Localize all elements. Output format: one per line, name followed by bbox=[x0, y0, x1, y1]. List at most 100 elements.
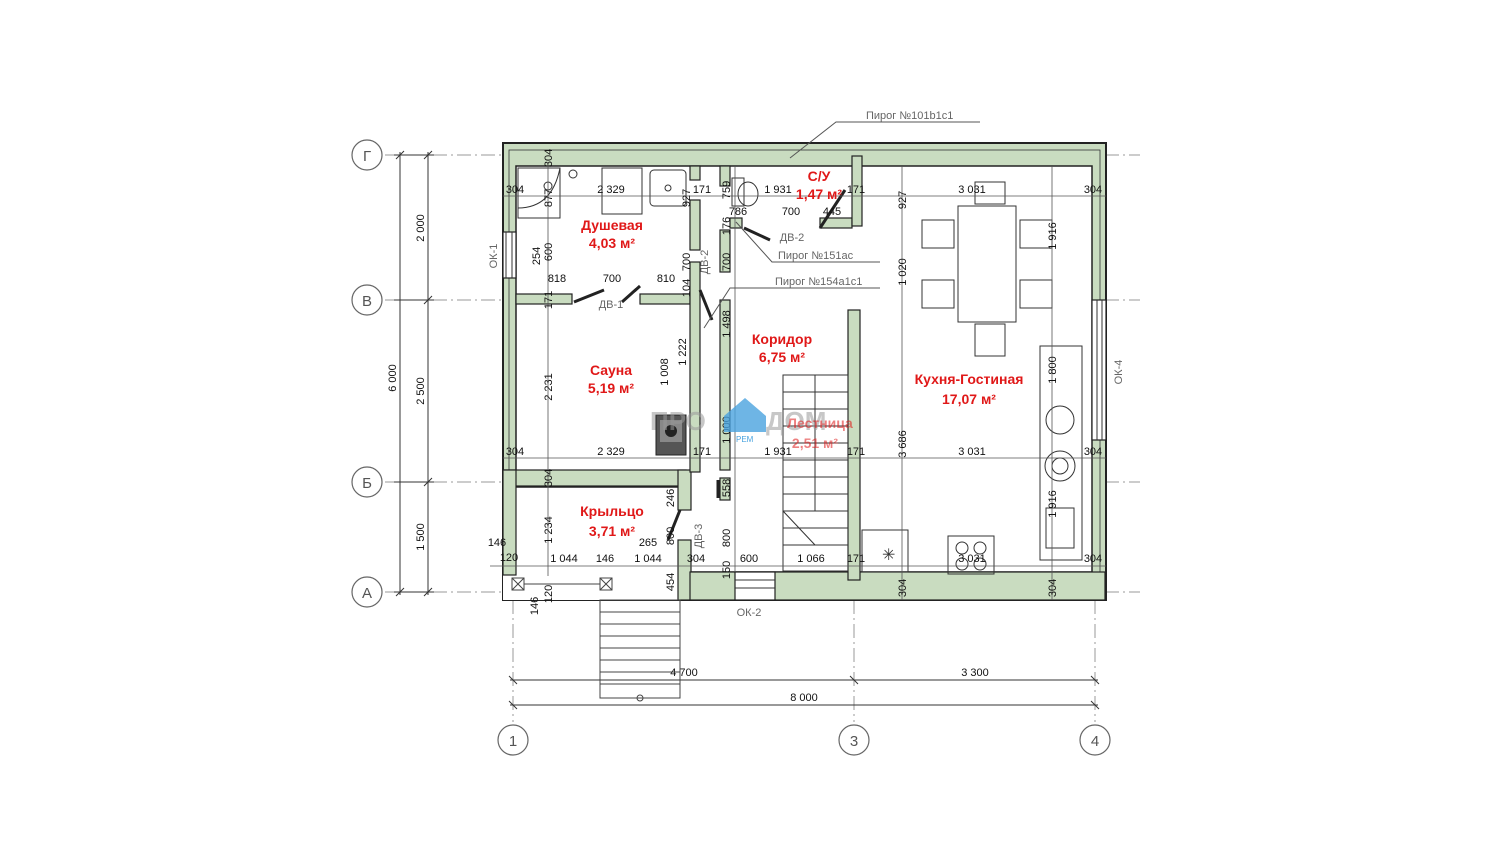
room-label-stairs: Лестница 2,51 м² bbox=[787, 415, 853, 451]
exterior-walls bbox=[502, 142, 1107, 601]
axis-bubble-3: 3 bbox=[838, 724, 870, 756]
svg-text:2 231: 2 231 bbox=[543, 373, 555, 401]
svg-text:304: 304 bbox=[687, 553, 705, 565]
svg-text:120: 120 bbox=[543, 585, 555, 603]
svg-text:927: 927 bbox=[681, 189, 693, 207]
door-tag-dv1: ДВ-1 bbox=[599, 299, 624, 311]
svg-text:1 066: 1 066 bbox=[797, 553, 825, 565]
svg-text:3 686: 3 686 bbox=[897, 430, 909, 458]
svg-text:1 916: 1 916 bbox=[1047, 490, 1059, 518]
svg-text:3 031: 3 031 bbox=[958, 446, 986, 458]
svg-text:877: 877 bbox=[543, 189, 555, 207]
svg-text:Душевая: Душевая bbox=[581, 217, 643, 233]
svg-text:304: 304 bbox=[543, 469, 555, 487]
svg-text:304: 304 bbox=[506, 446, 524, 458]
svg-text:171: 171 bbox=[693, 446, 711, 458]
svg-text:700: 700 bbox=[603, 273, 621, 285]
svg-text:171: 171 bbox=[693, 184, 711, 196]
svg-text:600: 600 bbox=[740, 553, 758, 565]
window-tag-ok1: ОК-1 bbox=[488, 244, 500, 269]
interior-walls bbox=[502, 155, 1107, 601]
svg-text:В: В bbox=[362, 293, 372, 310]
svg-text:Сауна: Сауна bbox=[590, 362, 632, 378]
svg-text:ДОМ: ДОМ bbox=[766, 406, 826, 436]
dim-bottom-seg-1: 4 700 bbox=[670, 667, 698, 679]
svg-text:146: 146 bbox=[529, 597, 541, 615]
room-label-kitchen-living: Кухня-Гостиная 17,07 м² bbox=[915, 371, 1024, 407]
svg-text:2,51 м²: 2,51 м² bbox=[792, 435, 838, 451]
room-label-wc: С/У 1,47 м² bbox=[796, 168, 842, 202]
room-dimension-lines bbox=[490, 166, 1106, 600]
window-tag-ok4: ОК-4 bbox=[1113, 360, 1125, 385]
svg-text:600: 600 bbox=[543, 243, 555, 261]
svg-text:171: 171 bbox=[543, 291, 555, 309]
door-tag-dv2-b: ДВ-2 bbox=[780, 232, 805, 244]
svg-text:1 916: 1 916 bbox=[1047, 222, 1059, 250]
svg-text:176: 176 bbox=[721, 217, 733, 235]
svg-text:304: 304 bbox=[543, 149, 555, 167]
door-tag-dv2-a: ДВ-2 bbox=[699, 250, 711, 275]
svg-text:558: 558 bbox=[721, 479, 733, 497]
svg-text:Лестница: Лестница bbox=[787, 415, 853, 431]
room-label-shower: Душевая 4,03 м² bbox=[581, 217, 643, 251]
svg-text:3,71 м²: 3,71 м² bbox=[589, 523, 635, 539]
svg-text:304: 304 bbox=[1084, 184, 1102, 196]
svg-text:304: 304 bbox=[1047, 579, 1059, 597]
axis-bubble-4: 4 bbox=[1079, 724, 1111, 756]
svg-text:254: 254 bbox=[531, 247, 543, 265]
bottom-dimension-lines bbox=[508, 675, 1100, 710]
callout-pie-154: Пирог №154a1c1 bbox=[775, 276, 862, 288]
svg-text:1 931: 1 931 bbox=[764, 446, 792, 458]
svg-text:Коридор: Коридор bbox=[752, 331, 812, 347]
svg-text:104: 104 bbox=[681, 279, 693, 297]
dim-left-seg-3: 1 500 bbox=[415, 523, 427, 551]
svg-text:700: 700 bbox=[681, 253, 693, 271]
svg-text:1: 1 bbox=[509, 733, 517, 750]
svg-text:4,03 м²: 4,03 м² bbox=[589, 235, 635, 251]
axis-bubble-g: Г bbox=[351, 139, 383, 171]
svg-text:146: 146 bbox=[596, 553, 614, 565]
svg-text:1 044: 1 044 bbox=[550, 553, 578, 565]
svg-text:17,07 м²: 17,07 м² bbox=[942, 391, 996, 407]
light-fixture-icon: ✳ bbox=[882, 545, 895, 564]
svg-text:3 031: 3 031 bbox=[958, 553, 986, 565]
svg-text:3: 3 bbox=[850, 733, 858, 750]
svg-text:1 044: 1 044 bbox=[634, 553, 662, 565]
vertical-dimensions: 304 877 927 759 176 700 927 1 916 600 25… bbox=[529, 149, 1059, 615]
axis-bubble-1: 1 bbox=[497, 724, 529, 756]
svg-text:1 020: 1 020 bbox=[897, 258, 909, 286]
svg-text:171: 171 bbox=[847, 184, 865, 196]
svg-text:445: 445 bbox=[823, 206, 841, 218]
svg-text:818: 818 bbox=[548, 273, 566, 285]
dim-bottom-total: 8 000 bbox=[790, 692, 818, 704]
svg-text:С/У: С/У bbox=[808, 168, 831, 184]
room-label-porch: Крыльцо 3,71 м² bbox=[580, 503, 644, 539]
callout-pie-101: Пирог №101b1c1 bbox=[866, 110, 953, 122]
svg-text:1,47 м²: 1,47 м² bbox=[796, 186, 842, 202]
dim-left-seg-2: 2 500 bbox=[415, 377, 427, 405]
svg-text:1 931: 1 931 bbox=[764, 184, 792, 196]
svg-text:150: 150 bbox=[721, 561, 733, 579]
svg-text:3 031: 3 031 bbox=[958, 184, 986, 196]
watermark-logo: ПРО ДОМ РЕМ bbox=[650, 398, 826, 444]
dim-left-seg-1: 2 000 bbox=[415, 214, 427, 242]
svg-text:171: 171 bbox=[847, 446, 865, 458]
svg-text:1 498: 1 498 bbox=[721, 310, 733, 338]
svg-text:700: 700 bbox=[782, 206, 800, 218]
svg-text:5,19 м²: 5,19 м² bbox=[588, 380, 634, 396]
svg-text:2 329: 2 329 bbox=[597, 184, 625, 196]
window-lines bbox=[505, 232, 1103, 589]
svg-text:454: 454 bbox=[665, 573, 677, 591]
window-tag-ok2: ОК-2 bbox=[737, 607, 762, 619]
svg-text:171: 171 bbox=[847, 553, 865, 565]
svg-text:810: 810 bbox=[657, 273, 675, 285]
svg-text:Крыльцо: Крыльцо bbox=[580, 503, 644, 519]
staircase bbox=[782, 374, 849, 572]
svg-text:1 008: 1 008 bbox=[659, 358, 671, 386]
svg-text:Г: Г bbox=[363, 148, 371, 165]
axis-bubble-b: Б bbox=[351, 466, 383, 498]
axis-bubble-v: В bbox=[351, 284, 383, 316]
sauna-stove-icon bbox=[655, 414, 687, 456]
svg-text:800: 800 bbox=[721, 529, 733, 547]
